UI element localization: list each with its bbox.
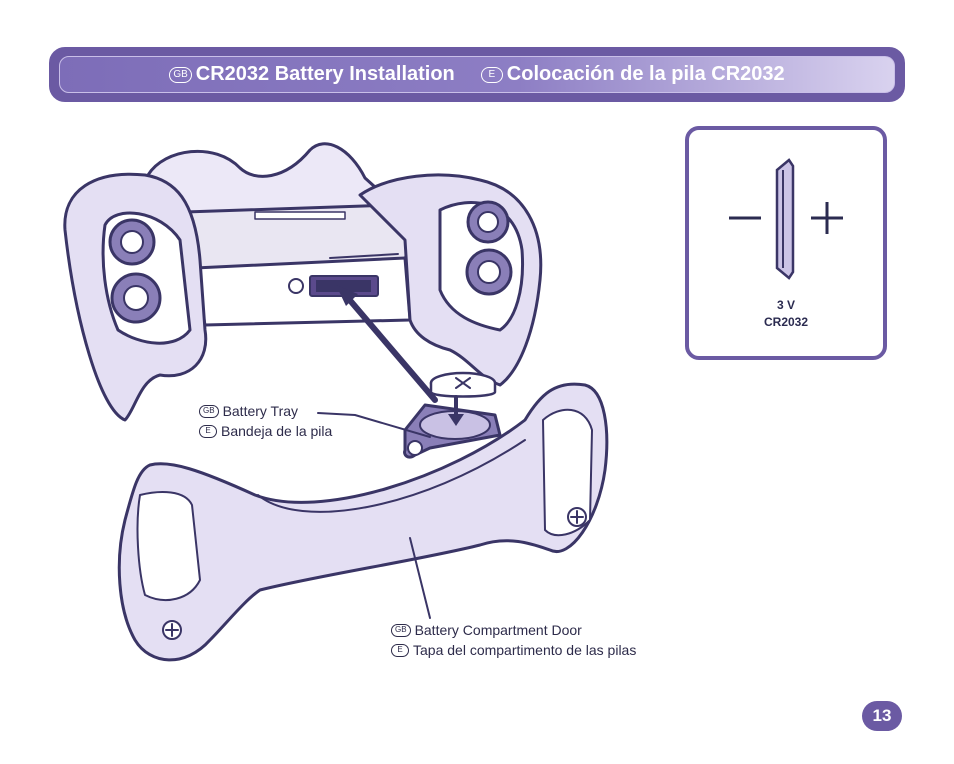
- battery-compartment-door: [117, 382, 609, 662]
- battery-tray-callout: GB Battery Tray E Bandeja de la pila: [199, 401, 332, 441]
- left-aa-battery-end-icon: [120, 230, 144, 254]
- coin-cell-battery-side: [429, 381, 497, 398]
- title-es-text: Colocación de la pila CR2032: [506, 63, 785, 85]
- title-banner-fill: [59, 56, 895, 93]
- left-aa-battery-end-icon-2: [123, 285, 149, 311]
- battery-tray-screw-icon: [407, 440, 423, 456]
- compartment-door-gb: GB Battery Compartment Door: [391, 620, 636, 640]
- coin-cell-profile-icon: [775, 158, 795, 280]
- door-right-panel: [542, 408, 593, 537]
- compartment-door-callout: GB Battery Compartment Door E Tapa del c…: [391, 620, 636, 660]
- insert-arrow-head-icon: [336, 285, 358, 306]
- battery-tray-es: E Bandeja de la pila: [199, 421, 332, 441]
- gb-language-badge: GB: [199, 404, 219, 418]
- door-ridge-line: [257, 439, 526, 513]
- battery-tray-gb: GB Battery Tray: [199, 401, 332, 421]
- compartment-door-label-es: Tapa del compartimento de las pilas: [413, 642, 637, 658]
- door-left-panel: [136, 491, 201, 601]
- battery-tray-label-es: Bandeja de la pila: [221, 423, 333, 439]
- es-language-badge: E: [199, 424, 217, 438]
- coin-cell-side-view: [729, 158, 843, 280]
- title-banner: GB CR2032 Battery Installation E Colocac…: [49, 47, 905, 102]
- compartment-door-label-gb: Battery Compartment Door: [414, 622, 582, 638]
- slot-screw-icon: [288, 278, 304, 294]
- es-language-badge: E: [391, 643, 409, 657]
- title-banner-text: GB CR2032 Battery Installation E Colocac…: [53, 51, 901, 98]
- battery-polarity-box: 3 V CR2032: [685, 126, 887, 360]
- title-es: E Colocación de la pila CR2032: [480, 63, 785, 86]
- door-right-screw-slot: [570, 510, 584, 524]
- right-aa-battery-end-icon-2: [477, 260, 501, 284]
- title-gb: GB CR2032 Battery Installation: [169, 63, 455, 86]
- door-left-screw-slot: [165, 623, 179, 637]
- door-leader-line: [409, 537, 431, 619]
- coin-cell-cross-mark: [455, 377, 471, 389]
- es-language-badge: E: [480, 66, 503, 83]
- battery-slot-inner: [316, 280, 371, 292]
- page-number: 13: [862, 701, 902, 731]
- gb-language-badge: GB: [391, 623, 411, 637]
- battery-model: CR2032: [763, 315, 809, 329]
- gb-language-badge: GB: [169, 66, 192, 83]
- console-edge-line: [329, 253, 399, 259]
- battery-voltage: 3 V: [776, 298, 795, 312]
- right-aa-battery-end-icon: [477, 211, 499, 233]
- battery-down-arrow-icon: [448, 414, 464, 426]
- tray-leader-line: [317, 412, 431, 438]
- insert-arrow-shaft: [345, 295, 438, 403]
- compartment-door-es: E Tapa del compartimento de las pilas: [391, 640, 636, 660]
- battery-tray-label-gb: Battery Tray: [222, 403, 299, 419]
- title-gb-text: CR2032 Battery Installation: [195, 63, 455, 85]
- console-slot: [254, 211, 346, 220]
